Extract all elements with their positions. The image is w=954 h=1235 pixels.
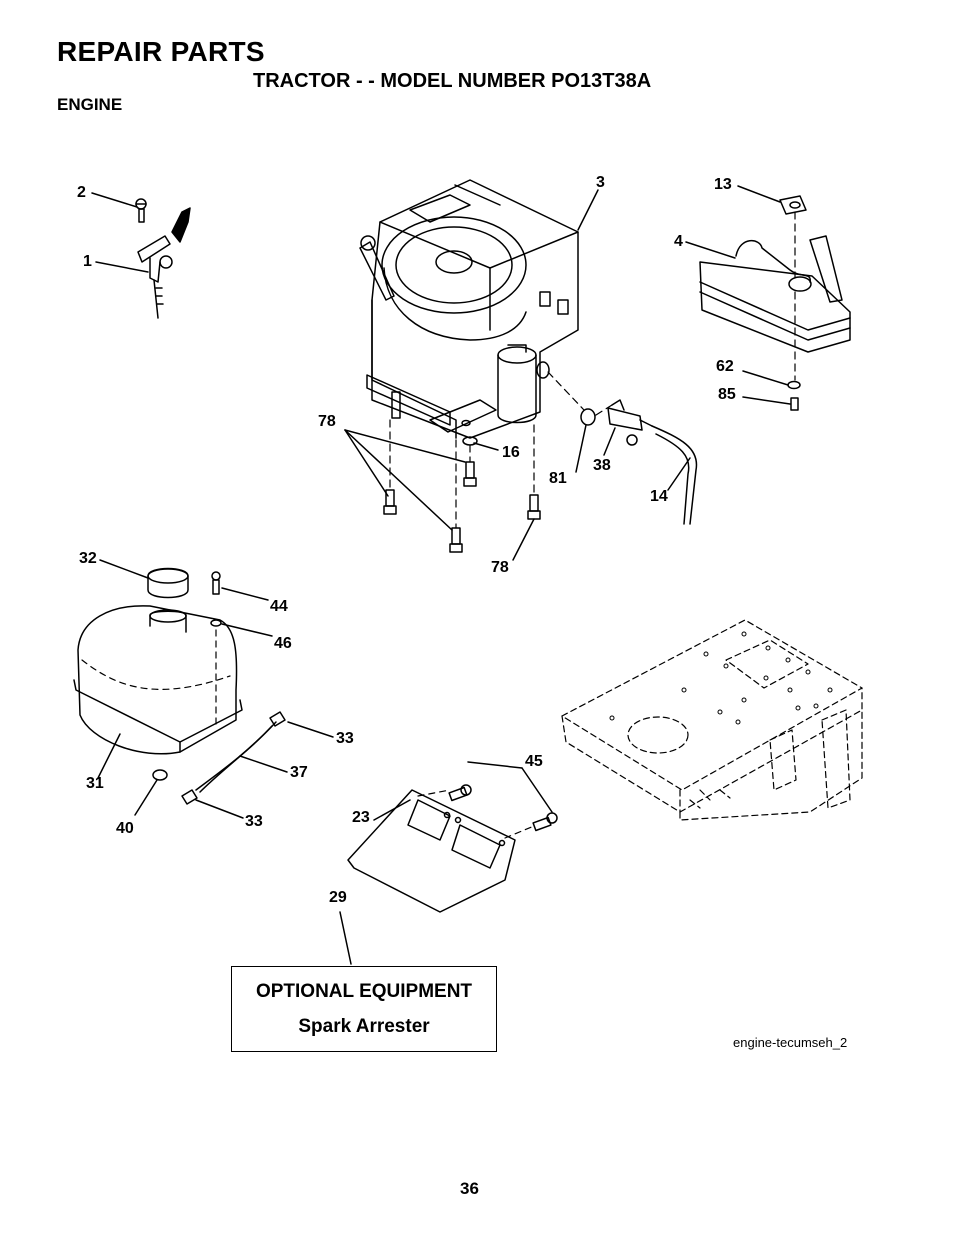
- grommet-part: [152, 769, 168, 781]
- callout-14: 14: [650, 488, 668, 505]
- gasket-part: [779, 195, 807, 215]
- callout-38: 38: [593, 457, 611, 474]
- callout-33: 33: [336, 730, 354, 747]
- leader-line: [239, 755, 288, 773]
- callout-1: 1: [83, 253, 92, 270]
- optional-equipment-box: OPTIONAL EQUIPMENT Spark Arrester: [231, 966, 497, 1052]
- callout-4: 4: [674, 233, 683, 250]
- leader-line: [339, 911, 352, 965]
- section-heading: ENGINE: [57, 95, 123, 114]
- screw-part: [790, 397, 799, 411]
- leader-line: [344, 429, 466, 463]
- leader-line: [521, 767, 553, 813]
- leader-line: [467, 761, 523, 769]
- leader-line: [667, 457, 691, 491]
- leader-line: [512, 518, 535, 561]
- callout-2: 2: [77, 184, 86, 201]
- leader-line: [742, 396, 791, 405]
- leader-line: [577, 189, 599, 231]
- callout-78-lower: 78: [491, 559, 509, 576]
- callout-31: 31: [86, 775, 104, 792]
- muffler-part: [699, 235, 851, 353]
- hose-clamp-part: [269, 711, 286, 727]
- fuel-cap-part: [147, 567, 189, 599]
- bolt-part: [463, 461, 477, 487]
- leader-line: [97, 733, 121, 779]
- callout-29: 29: [329, 889, 347, 906]
- leader-line: [344, 429, 389, 497]
- leader-line: [134, 779, 158, 816]
- optional-equipment-title: OPTIONAL EQUIPMENT: [255, 981, 473, 1002]
- bolt-part: [449, 527, 463, 553]
- leader-line: [373, 799, 411, 821]
- leader-line: [195, 799, 244, 819]
- leader-line: [221, 587, 269, 601]
- leader-line: [575, 424, 587, 473]
- page-title: REPAIR PARTS: [57, 36, 265, 67]
- engine-part: [359, 179, 579, 439]
- leader-line: [99, 559, 149, 579]
- washer-part: [210, 619, 222, 627]
- leader-line: [473, 442, 499, 451]
- bolt-part: [383, 489, 397, 515]
- callout-32: 32: [79, 550, 97, 567]
- page-number: 36: [460, 1179, 479, 1198]
- callout-16: 16: [502, 444, 520, 461]
- callout-23: 23: [352, 809, 370, 826]
- callout-40: 40: [116, 820, 134, 837]
- callout-44: 44: [270, 598, 288, 615]
- callout-33-lower: 33: [245, 813, 263, 830]
- spark-arrester-bracket-part: [347, 789, 516, 913]
- washer-part: [787, 380, 801, 390]
- bolt-part: [448, 784, 472, 802]
- tractor-frame: [561, 619, 863, 821]
- callout-81: 81: [549, 470, 567, 487]
- fuel-hose-part: [651, 425, 698, 525]
- fuel-tank-part: [73, 605, 243, 755]
- callout-62: 62: [716, 358, 734, 375]
- callout-85: 85: [718, 386, 736, 403]
- callout-46: 46: [274, 635, 292, 652]
- callout-3: 3: [596, 174, 605, 191]
- fuel-fitting-part: [580, 399, 653, 446]
- leader-line: [685, 241, 736, 259]
- callout-37: 37: [290, 764, 308, 781]
- throttle-control-part: [135, 198, 191, 319]
- leader-line: [287, 721, 334, 738]
- leader-line: [737, 185, 781, 203]
- figure-identifier: engine-tecumseh_2: [733, 1035, 848, 1050]
- hose-clamp-part: [181, 789, 198, 805]
- screw-part: [211, 571, 221, 595]
- washer-part: [462, 436, 478, 446]
- bolt-part: [532, 812, 558, 832]
- callout-13: 13: [714, 176, 732, 193]
- callout-45: 45: [525, 753, 543, 770]
- frame-holes: [609, 631, 833, 725]
- callout-78: 78: [318, 413, 336, 430]
- leader-line: [91, 192, 138, 208]
- optional-equipment-item: Spark Arrester: [298, 1016, 430, 1037]
- model-subtitle: TRACTOR - - MODEL NUMBER PO13T38A: [253, 70, 652, 92]
- leader-line: [95, 261, 149, 273]
- leader-line: [344, 429, 453, 531]
- leader-line: [742, 370, 789, 386]
- leader-line: [603, 427, 616, 456]
- leader-line: [221, 623, 273, 637]
- bolt-part: [527, 494, 541, 520]
